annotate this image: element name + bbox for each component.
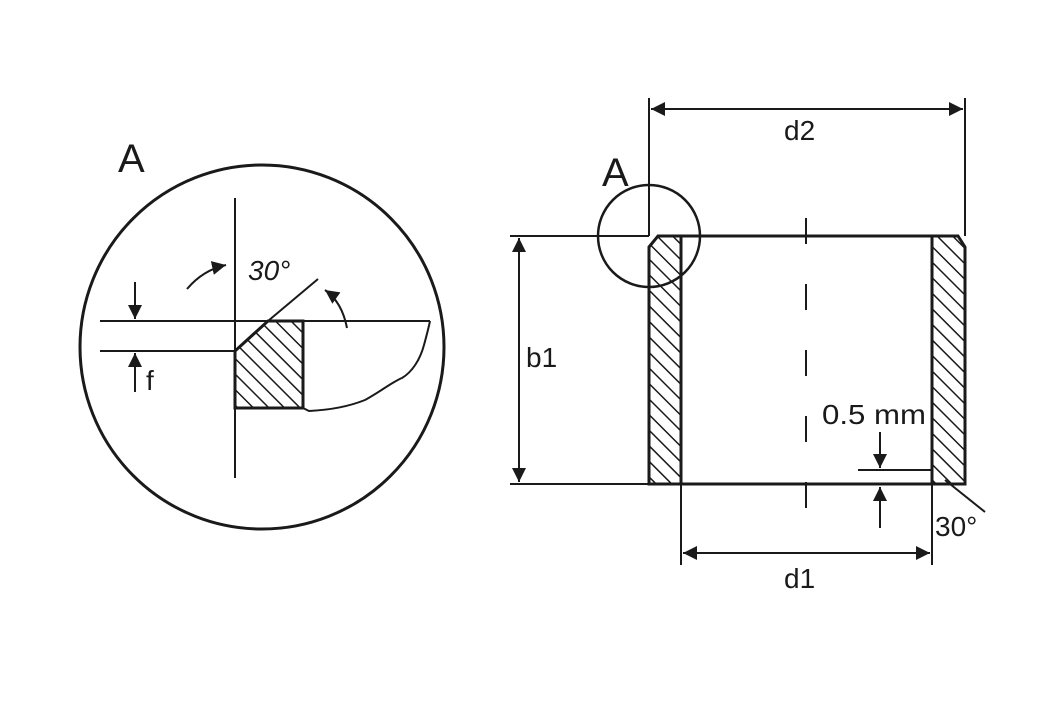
detail-angle-label: 30°: [248, 255, 290, 286]
chamfer-label: 0.5 mm: [822, 399, 926, 430]
detail-f-label: f: [146, 365, 154, 396]
detail-break-line: [302, 320, 431, 413]
d2-label: d2: [784, 115, 815, 146]
main-angle-label: 30°: [935, 511, 977, 542]
detail-view: A 30° f: [78, 137, 446, 531]
angle-leader-line: [944, 479, 986, 513]
b1-label: b1: [526, 342, 557, 373]
detail-angle-arc-left: [186, 261, 227, 290]
main-view: b1 d2 d1 0.5 mm 30° A: [510, 98, 986, 594]
left-wall-section: [647, 234, 683, 486]
detail-hatched-section: [233, 319, 305, 410]
detail-angle-line: [267, 278, 319, 322]
right-wall-section: [930, 234, 967, 486]
detail-title: A: [118, 137, 145, 181]
main-detail-label: A: [602, 151, 629, 195]
d1-label: d1: [784, 563, 815, 594]
detail-circle: [78, 163, 446, 531]
detail-angle-arc-right: [324, 289, 348, 329]
